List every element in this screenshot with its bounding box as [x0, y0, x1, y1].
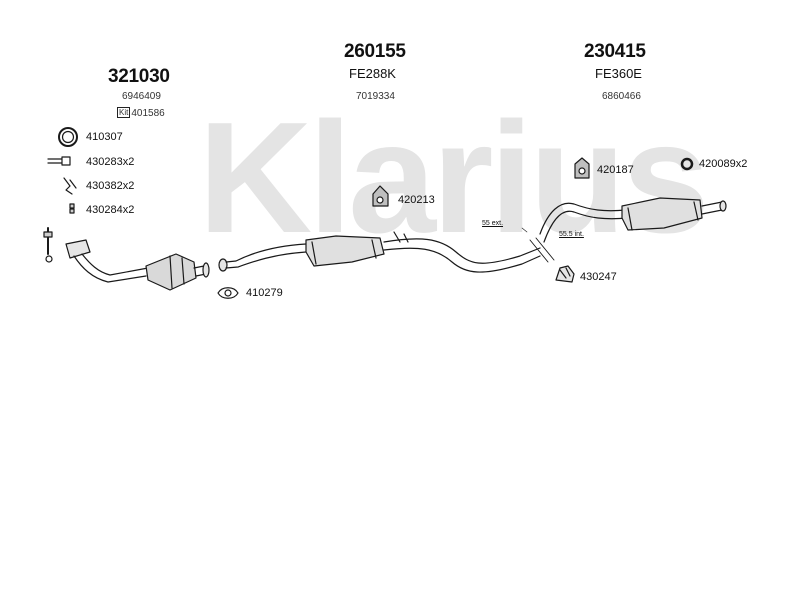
- fitting-code: 410279: [246, 287, 283, 299]
- section-sub-code: FE360E: [595, 66, 642, 81]
- downpipe-lower: [81, 253, 149, 276]
- manifold-flange: [65, 239, 91, 259]
- fitting-icon-420187: [574, 157, 590, 179]
- fitting-icon-430382: [63, 177, 77, 195]
- silencer-seam: [311, 239, 377, 265]
- section-part-number: 230415: [584, 41, 646, 62]
- fitting-icon-420213: [372, 185, 389, 207]
- section-ref-number: 6946409: [122, 91, 161, 102]
- rear-inlet-lower: [543, 210, 629, 243]
- tailpipe-tip: [719, 200, 727, 212]
- outlet-pipe-upper: [383, 238, 541, 264]
- outlet-pipe-lower: [383, 247, 541, 273]
- fitting-code: 410307: [86, 131, 123, 143]
- rear-silencer-section: [539, 197, 727, 243]
- fitting-code: 430382x2: [86, 180, 135, 192]
- tailpipe: [701, 201, 723, 215]
- ring-gasket-icon: [58, 127, 78, 147]
- pipe-joint-marker: [521, 227, 555, 263]
- brand-watermark: Klarius: [198, 90, 706, 266]
- dimension-internal: 55.5 int.: [559, 231, 584, 238]
- rear-inlet-upper: [539, 202, 627, 235]
- section-part-number: 260155: [344, 41, 406, 62]
- downpipe-upper: [73, 255, 147, 283]
- rear-silencer: [621, 197, 703, 231]
- section-ref-number: 6860466: [602, 91, 641, 102]
- inlet-flange: [218, 258, 228, 272]
- fitting-icon-430283: [47, 156, 71, 166]
- fitting-code: 420213: [398, 194, 435, 206]
- section-ref-number: 7019334: [356, 91, 395, 102]
- sensor-cap: [43, 231, 53, 238]
- kit-number: 401586: [131, 108, 165, 119]
- middle-silencer: [305, 235, 385, 267]
- nut-icon: [69, 203, 75, 214]
- clamp-icon: [555, 265, 575, 283]
- sensor-tip: [45, 255, 53, 263]
- hanger-bracket: [393, 231, 409, 243]
- fitting-icon-430247: [555, 265, 575, 283]
- fitting-code: 430284x2: [86, 204, 135, 216]
- fitting-icon-410279: [217, 287, 239, 299]
- flange-gasket-icon: [217, 287, 239, 299]
- front-pipe-catalyst: [43, 227, 210, 291]
- silencer-end: [627, 201, 699, 231]
- fitting-icon-420089: [680, 157, 694, 171]
- kit-badge: Kit: [117, 107, 131, 118]
- joint-mark-2: [535, 237, 555, 261]
- spring-clip-icon: [63, 177, 77, 195]
- dimension-external: 55 ext.: [482, 220, 504, 227]
- fitting-icon-430284: [69, 203, 75, 214]
- catalyst-detail: [169, 255, 185, 289]
- middle-pipe-section: [218, 231, 541, 273]
- outlet-flange: [202, 262, 210, 278]
- bolt-icon: [47, 156, 71, 166]
- joint-mark-3: [521, 227, 528, 233]
- inlet-pipe-lower: [225, 251, 307, 269]
- rubber-ring-icon: [680, 157, 694, 171]
- fitting-icon-410307: [58, 127, 78, 147]
- fitting-code: 430283x2: [86, 156, 135, 168]
- fitting-code: 430247: [580, 271, 617, 283]
- inlet-pipe: [225, 243, 307, 263]
- joint-mark-1: [529, 239, 549, 263]
- fitting-code: 420089x2: [699, 158, 748, 170]
- section-part-number: 321030: [108, 66, 170, 87]
- section-sub-code: FE288K: [349, 66, 396, 81]
- fitting-code: 420187: [597, 164, 634, 176]
